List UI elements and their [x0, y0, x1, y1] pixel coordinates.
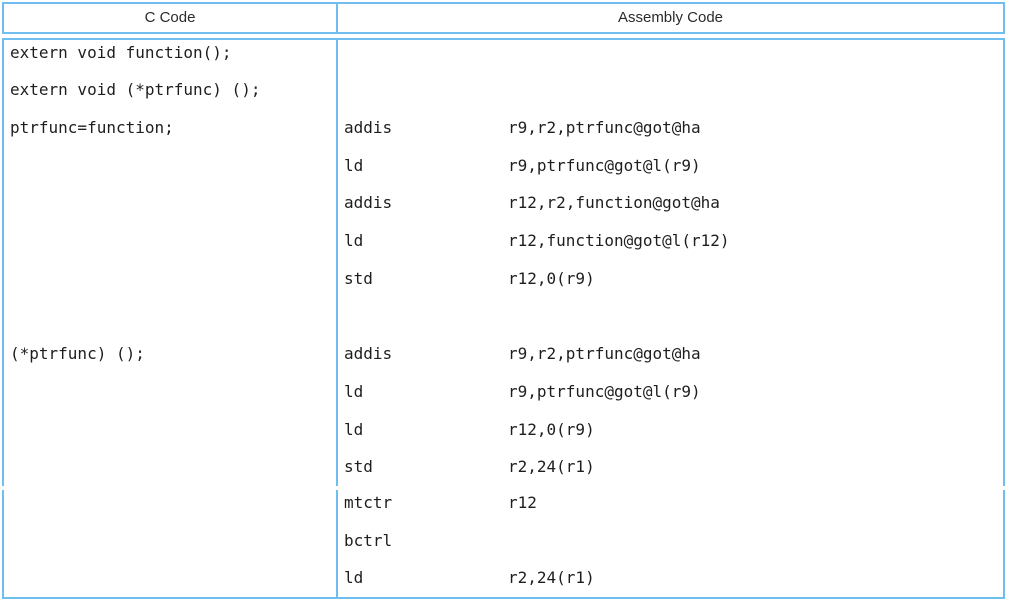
assembly-mnemonic: ld	[344, 568, 364, 588]
assembly-operands: r9,ptrfunc@got@l(r9)	[508, 155, 701, 175]
assembly-line: mtctr r12	[344, 490, 1003, 522]
assembly-line: ld r12,function@got@l(r12)	[344, 222, 1003, 260]
assembly-mnemonic: std	[344, 457, 373, 477]
assembly-operands: r9,ptrfunc@got@l(r9)	[508, 381, 701, 401]
assembly-mnemonic	[344, 298, 508, 336]
assembly-operands: r12,function@got@l(r12)	[508, 231, 730, 251]
assembly-line: bctrl	[344, 522, 1003, 560]
assembly-line: ld r12,0(r9)	[344, 411, 1003, 449]
assembly-line: ld r2,24(r1)	[344, 559, 1003, 597]
assembly-block-row1: addis r9,r2,ptrfunc@got@ha ld r9,ptrfunc@go…	[338, 40, 1003, 486]
assembly-mnemonic	[344, 40, 508, 72]
assembly-cell-row2: mtctr r12 bctrl ld r2,24(r1)	[338, 489, 1005, 597]
assembly-line: ld r9,ptrfunc@got@l(r9)	[344, 147, 1003, 185]
assembly-operands: r9,r2,ptrfunc@got@ha	[508, 118, 701, 138]
assembly-mnemonic: addis	[344, 118, 393, 138]
table-body-row-2: mtctr r12 bctrl ld r2,24(r1)	[2, 489, 1005, 597]
assembly-operands: r12,0(r9)	[508, 419, 595, 439]
assembly-mnemonic: addis	[344, 344, 393, 364]
assembly-block-row2: mtctr r12 bctrl ld r2,24(r1)	[338, 490, 1003, 597]
assembly-line	[344, 40, 1003, 72]
assembly-operands: r12	[508, 492, 537, 512]
assembly-operands: r9,r2,ptrfunc@got@ha	[508, 344, 701, 364]
c-code-line: (*ptrfunc) ();	[10, 344, 145, 364]
c-code-line	[10, 260, 336, 298]
assembly-operands: r2,24(r1)	[508, 457, 595, 477]
assembly-mnemonic: addis	[344, 193, 393, 213]
c-code-line	[10, 147, 336, 185]
c-code-line: extern void (*ptrfunc) ();	[10, 80, 261, 100]
assembly-operands: r12,0(r9)	[508, 268, 595, 288]
assembly-mnemonic: ld	[344, 231, 364, 251]
assembly-mnemonic: ld	[344, 155, 364, 175]
assembly-line: std r12,0(r9)	[344, 260, 1003, 298]
table-body-row-1: extern void function(); extern void (*ptr…	[2, 37, 1005, 486]
assembly-mnemonic: bctrl	[344, 530, 393, 550]
c-code-cell-row2	[2, 489, 338, 597]
c-code-cell-row1: extern void function(); extern void (*ptr…	[2, 37, 338, 486]
assembly-line: std r2,24(r1)	[344, 448, 1003, 486]
assembly-mnemonic: mtctr	[344, 492, 393, 512]
assembly-line: addis r12,r2,function@got@ha	[344, 184, 1003, 222]
assembly-mnemonic: ld	[344, 381, 364, 401]
assembly-mnemonic: ld	[344, 419, 364, 439]
c-code-line: ptrfunc=function;	[10, 118, 174, 138]
c-code-header-label: C Code	[144, 9, 196, 27]
code-comparison-table: C Code Assembly Code extern void functio…	[2, 2, 1005, 599]
assembly-header-cell: Assembly Code	[338, 4, 1005, 34]
assembly-line	[344, 71, 1003, 109]
assembly-mnemonic: std	[344, 268, 373, 288]
assembly-line: addis r9,r2,ptrfunc@got@ha	[344, 335, 1003, 373]
assembly-header-label: Assembly Code	[617, 9, 724, 27]
c-code-line: extern void function();	[10, 42, 232, 62]
assembly-cell-row1: addis r9,r2,ptrfunc@got@ha ld r9,ptrfunc@go…	[338, 37, 1005, 486]
assembly-operands: r2,24(r1)	[508, 568, 595, 588]
assembly-line	[344, 298, 1003, 336]
assembly-line: addis r9,r2,ptrfunc@got@ha	[344, 109, 1003, 147]
assembly-operands: r12,r2,function@got@ha	[508, 193, 720, 213]
table-header-row: C Code Assembly Code	[2, 4, 1005, 34]
c-code-block-row1: extern void function(); extern void (*ptr…	[4, 40, 336, 373]
assembly-mnemonic	[344, 71, 508, 109]
c-code-header-cell: C Code	[2, 4, 338, 34]
c-code-line	[10, 184, 336, 222]
c-code-line	[10, 222, 336, 260]
c-code-line	[10, 298, 336, 336]
assembly-line: ld r9,ptrfunc@got@l(r9)	[344, 373, 1003, 411]
